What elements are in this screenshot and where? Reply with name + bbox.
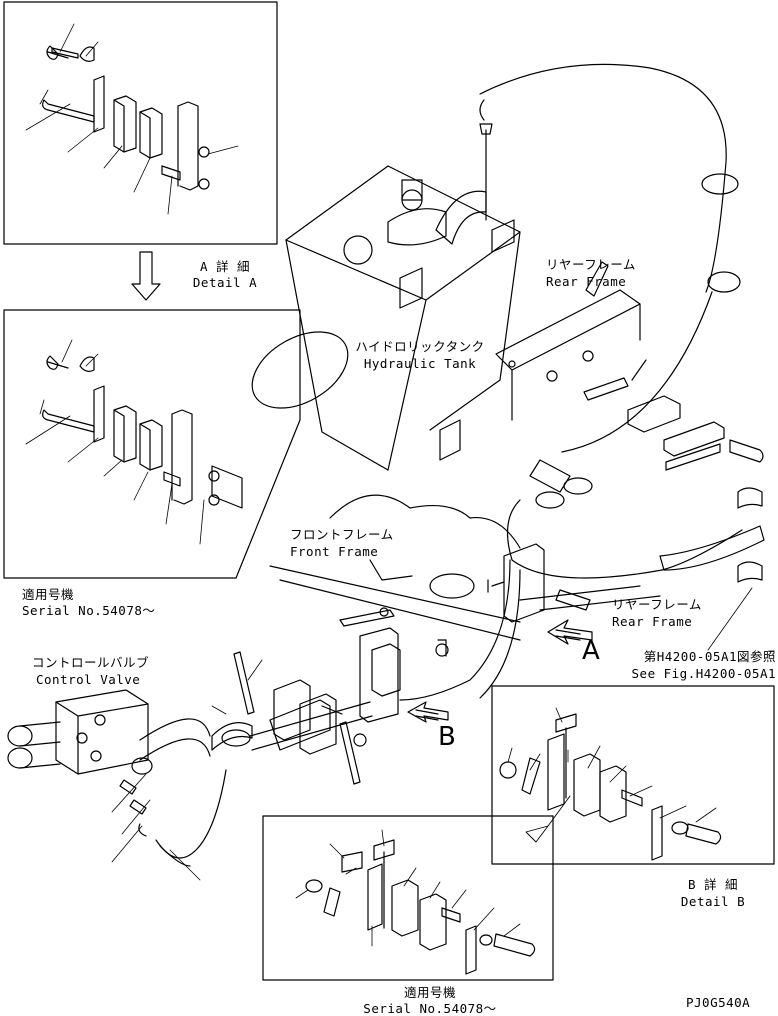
detail-b-leaders	[507, 707, 717, 823]
serial-detail-2-leaders	[295, 829, 521, 947]
rear-frame-mid-label-jp: リヤーフレーム	[612, 597, 702, 612]
serial-2-label-en: Serial No.54078～	[363, 1001, 497, 1016]
control-valve	[7, 689, 373, 867]
serial-1-label-en: Serial No.54078～	[22, 603, 156, 618]
see-fig-leader	[707, 587, 753, 651]
clamp-b	[233, 607, 449, 785]
detail-b-label-en: Detail B	[680, 894, 746, 909]
see-fig-label-jp: 第H4200-05A1図参照	[643, 649, 776, 664]
hydraulic-tank-label-en: Hydraulic Tank	[363, 356, 477, 371]
hose-middle	[506, 459, 765, 579]
arrow-a-shape	[547, 619, 593, 645]
control-valve-leaders	[111, 659, 263, 881]
detail-b-parts	[499, 713, 722, 861]
arrow-a-label: A	[582, 636, 601, 666]
arrow-b-label: B	[438, 722, 457, 752]
hydraulic-tank	[251, 165, 521, 471]
detail-a-label-jp: A 詳 細	[199, 259, 251, 274]
front-frame-label-jp: フロントフレーム	[290, 527, 394, 542]
drawing-code: PJ0G540A	[686, 995, 751, 1010]
rear-frame-top-label-en: Rear Frame	[546, 274, 627, 289]
serial-detail-parts	[42, 355, 243, 509]
serial-detail-2-frame	[262, 815, 554, 981]
hydraulic-tank-label-jp: ハイドロリックタンク	[355, 339, 485, 354]
serial-detail-leaders	[25, 339, 205, 545]
rear-frame-upper	[495, 261, 641, 421]
down-arrow	[131, 251, 161, 301]
detail-b-frame	[491, 685, 775, 865]
control-valve-label-jp: コントロールバルブ	[32, 655, 150, 670]
detail-a-label-en: Detail A	[192, 275, 258, 290]
serial-2-label-jp: 適用号機	[403, 985, 456, 1000]
control-valve-label-en: Control Valve	[36, 672, 141, 687]
detail-a-leaders	[25, 23, 239, 215]
detail-b-label-jp: B 詳 細	[687, 877, 739, 892]
serial-1-label-jp: 適用号機	[22, 587, 75, 602]
detail-a-frame	[3, 1, 278, 245]
see-fig-label-en: See Fig.H4200-05A1	[631, 666, 776, 681]
clamp-right	[583, 359, 764, 583]
front-frame-label-en: Front Frame	[290, 544, 379, 559]
arrow-b-shape	[407, 701, 449, 723]
serial-detail-2-parts	[305, 839, 536, 975]
serial-detail-frame	[3, 309, 301, 579]
rear-frame-mid-label-en: Rear Frame	[612, 614, 693, 629]
detail-b-down-arrow	[525, 795, 571, 843]
rear-frame-top-label-jp: リヤーフレーム	[546, 257, 636, 272]
detail-a-parts	[42, 45, 210, 191]
front-frame	[269, 494, 661, 701]
